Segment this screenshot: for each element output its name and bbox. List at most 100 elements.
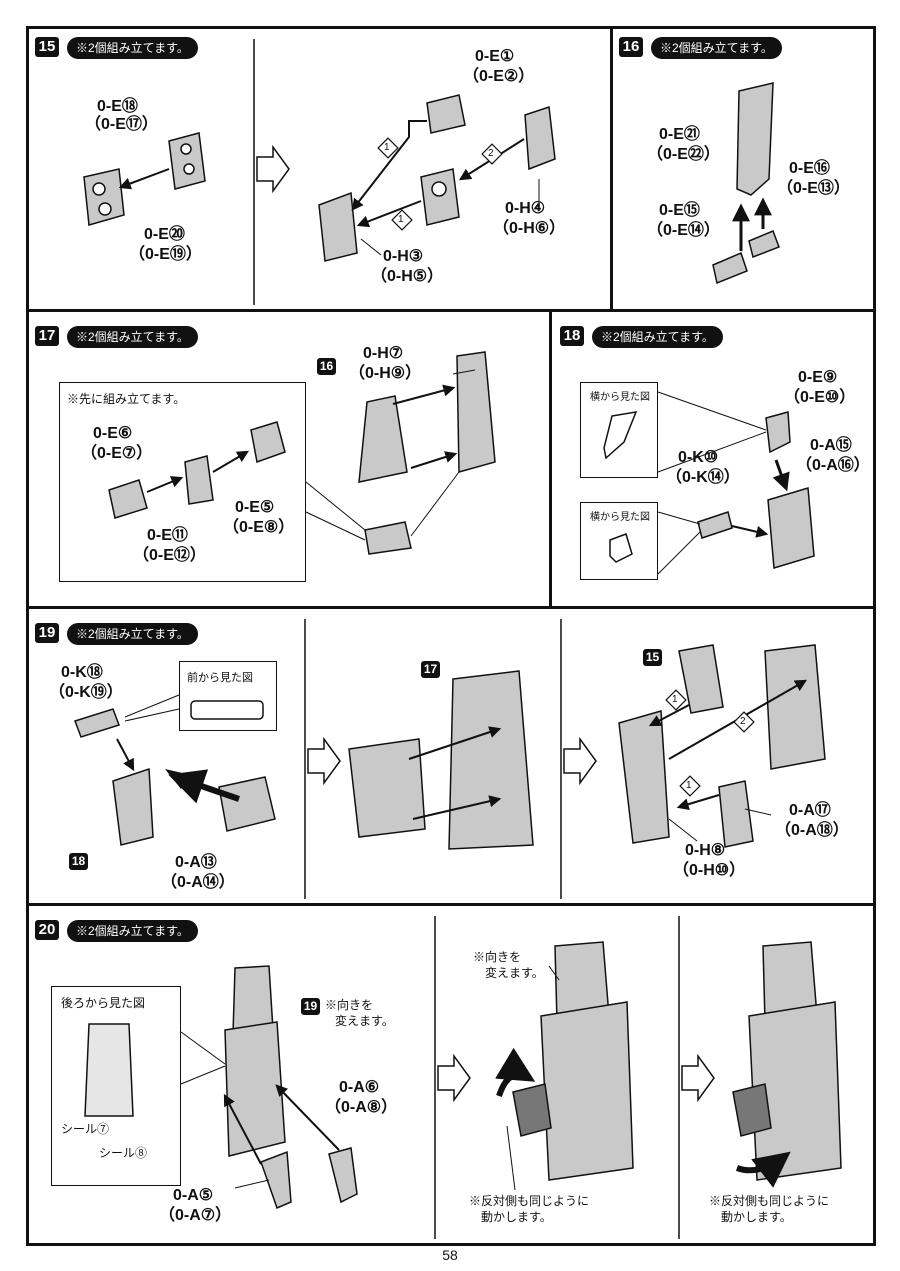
part-label: （0-E⑧）	[223, 519, 295, 536]
part-label: （0-E②）	[463, 68, 535, 85]
part-a5	[260, 1150, 292, 1210]
ref-step-19: 19	[301, 998, 320, 1015]
part-label: 0-H④	[505, 200, 546, 217]
side-view-k10	[609, 533, 633, 563]
sticker-8-label: シール⑧	[99, 1146, 148, 1160]
back-view-part	[84, 1023, 134, 1117]
part-16	[358, 395, 408, 483]
part-17a	[348, 738, 426, 838]
part-e20	[168, 132, 206, 190]
opposite-note-line2: 動かします。	[721, 1210, 792, 1224]
part-e1	[426, 94, 466, 134]
order-1b: 1	[686, 780, 692, 791]
part-k10	[697, 511, 733, 539]
part-label: 0-A⑬	[175, 854, 217, 871]
part-label: 0-E⑯	[789, 160, 830, 177]
part-17b	[448, 670, 534, 850]
part-label: 0-E⑱	[97, 98, 138, 115]
moved-part-2	[512, 1083, 552, 1137]
step-number: 20	[35, 920, 59, 940]
step-number: 15	[35, 37, 59, 57]
part-label: 0-E①	[475, 48, 515, 65]
assembly-note: ※2個組み立てます。	[67, 326, 198, 348]
side-view-label: 横から見た図	[590, 392, 650, 403]
part-label: 0-H⑦	[363, 345, 404, 362]
back-view-box	[51, 986, 181, 1186]
part-label: （0-K⑭）	[666, 469, 740, 486]
part-label: 0-E⑪	[147, 527, 188, 544]
part-e21	[736, 82, 774, 196]
part-e6	[108, 479, 148, 519]
part-15	[678, 644, 724, 714]
step-15-illustration	[83, 39, 556, 305]
part-label: 0-E⑮	[659, 202, 700, 219]
turn-note-line2: 変えます。	[335, 1014, 394, 1028]
assembly-note: ※2個組み立てます。	[67, 623, 198, 645]
sticker-7-label: シール⑦	[61, 1122, 110, 1136]
assembly-note: ※2個組み立てます。	[592, 326, 723, 348]
part-label: （0-A⑯）	[796, 457, 870, 474]
part-label: （0-E⑰）	[85, 116, 158, 133]
step-number: 19	[35, 623, 59, 643]
part-label: （0-E⑬）	[777, 180, 850, 197]
opposite-note-line1: ※反対側も同じように	[469, 1194, 590, 1208]
page-number: 58	[442, 1247, 458, 1263]
step-18-panel: 18 ※2個組み立てます。 横から見た図 横から見た図 0-E⑨ （0-E⑩） …	[549, 309, 876, 609]
step-18-illustration	[603, 391, 815, 575]
opposite-note-line1: ※反対側も同じように	[709, 1194, 830, 1208]
part-label: 0-H⑧	[685, 842, 726, 859]
part-label: 0-A⑥	[339, 1079, 380, 1096]
part-label: （0-H⑩）	[673, 862, 746, 879]
part-e16	[748, 230, 780, 259]
step-20-panel: 20 ※2個組み立てます。 後ろから見た図 シール⑦ シール⑧ 19 ※向きを …	[26, 903, 876, 1246]
part-label: 0-A⑤	[173, 1187, 214, 1204]
part-a15	[767, 487, 815, 569]
part-label: 0-E㉑	[659, 126, 700, 143]
part-label: （0-A⑱）	[775, 822, 849, 839]
order-1a: 1	[672, 694, 678, 705]
part-e18	[83, 168, 125, 226]
side-view-part	[603, 411, 638, 460]
opposite-note-line2: 動かします。	[481, 1210, 552, 1224]
part-label: （0-H⑤）	[371, 268, 444, 285]
part-a13	[218, 776, 276, 832]
assembly-note: ※2個組み立てます。	[651, 37, 782, 59]
part-h4-block	[420, 168, 460, 226]
sub-assembly	[364, 521, 412, 555]
part-18	[112, 767, 154, 846]
part-label: （0-A⑧）	[325, 1099, 398, 1116]
part-label: 0-A⑰	[789, 802, 831, 819]
step-15-panel: 15 ※2個組み立てます。 1 1 2 0-E⑱ （0-E⑰） 0-E⑳ （0-…	[26, 26, 613, 312]
ref-step-17: 17	[421, 661, 440, 678]
model-body-2	[540, 1001, 634, 1181]
turn-note-line1: ※向きを	[473, 950, 522, 964]
assembly-note: ※2個組み立てます。	[67, 37, 198, 59]
ref-step-16: 16	[317, 358, 336, 375]
turn-note-line1: ※向きを	[325, 998, 374, 1012]
order-2: 2	[488, 148, 494, 159]
ref-step-15: 15	[643, 649, 662, 666]
front-view-part	[190, 700, 264, 720]
part-label: 0-K⑩	[678, 449, 719, 466]
part-e15	[712, 251, 748, 285]
front-view-label: 前から見た図	[187, 672, 253, 684]
part-label: （0-A⑦）	[159, 1207, 232, 1224]
assembly-note: ※2個組み立てます。	[67, 920, 198, 942]
back-view-label: 後ろから見た図	[61, 996, 146, 1010]
part-h3	[318, 191, 358, 262]
part-e11	[184, 455, 214, 505]
part-label: 0-E⑳	[144, 226, 185, 243]
part-label: （0-H⑥）	[493, 220, 566, 237]
part-e9	[765, 411, 791, 454]
part-label: （0-E⑭）	[647, 222, 720, 239]
part-label: （0-E⑲）	[129, 246, 202, 263]
part-label: （0-E⑩）	[784, 389, 856, 406]
part-label: （0-E⑦）	[81, 445, 153, 462]
order-1b: 1	[398, 214, 404, 225]
part-a17	[718, 780, 754, 848]
part-body	[764, 644, 826, 770]
part-label: 0-E⑨	[798, 369, 838, 386]
part-e5	[250, 421, 286, 464]
order-1a: 1	[384, 142, 390, 153]
step-16-illustration	[712, 82, 780, 285]
